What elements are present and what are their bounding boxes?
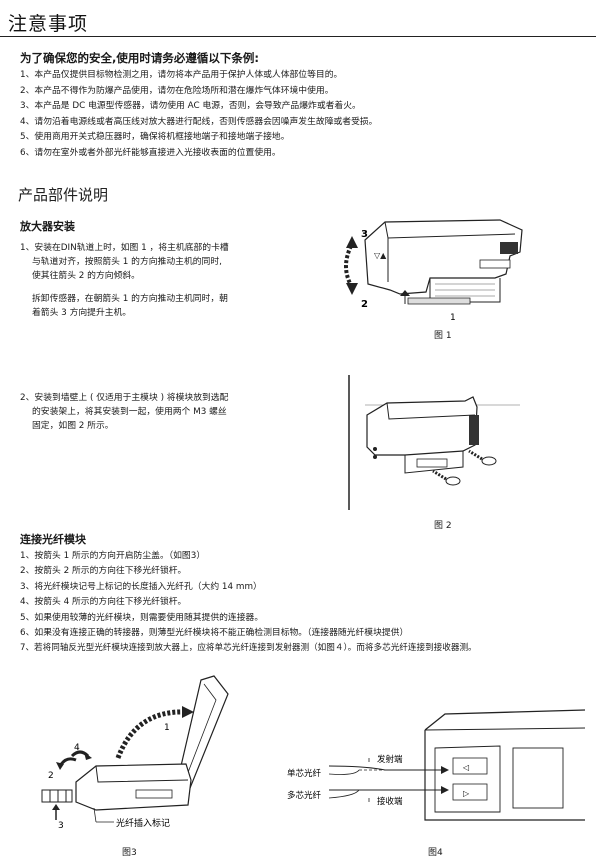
list-item: 1、按箭头 1 所示的方向开启防尘盖。（如图3）	[20, 551, 206, 561]
list-item: 5、使用商用开关式稳压器时，确保将机框接地端子和接地端子接地。	[20, 132, 290, 143]
insert-mark-label: 光纤插入标记	[116, 817, 170, 829]
list-item: 2、本产品不得作为防爆产品使用，请勿在危险场所和潜在爆炸气体环境中使用。	[20, 85, 334, 96]
text-line: 使其往箭头 2 的方向倾斜。	[32, 271, 140, 281]
list-item: 3、将光纤模块记号上标记的长度插入光纤孔（大约 14 mm）	[20, 581, 262, 592]
figure-1-caption: 图 1	[434, 331, 452, 341]
single-core-fiber-label: 单芯光纤	[287, 768, 322, 779]
figure-2-wall-mount	[348, 375, 520, 510]
figure-4-coaxial-fiber: ◁ ▷ 单芯光纤 多芯光纤 发射端 接收端	[287, 709, 585, 821]
multi-core-fiber-label: 多芯光纤	[287, 790, 322, 801]
emitter-label: 发射端	[377, 754, 403, 765]
figure-4-caption: 图4	[428, 848, 443, 858]
text-line: 着箭头 3 方向提升主机。	[32, 308, 132, 318]
list-item: 6、如果没有连接正确的转接器，则薄型光纤模块将不能正确检测目标物。（连接器随光纤…	[20, 628, 409, 639]
title-divider	[0, 36, 596, 37]
receiver-label: 接收端	[377, 796, 403, 807]
screw-icon	[432, 469, 461, 486]
figure-1-din-rail-mount: ▽▲ 3 2 1	[344, 219, 523, 323]
warning-list: 1、本产品仅提供目标物检测之用，请勿将本产品用于保护人体或人体部位等目的。 2、…	[20, 68, 377, 162]
svg-text:▷: ▷	[463, 789, 470, 798]
page-title: 注意事项	[8, 13, 89, 35]
list-item: 4、请勿沿着电源线或者高压线对放大器进行配线，否则传感器会因噪声发生故障或者受损…	[20, 116, 378, 127]
text-line: 与轨道对齐，按照箭头 1 的方向推动主机的同时,	[32, 257, 222, 267]
fiber-steps-list: 1、按箭头 1 所示的方向开启防尘盖。（如图3） 2、按箭头 2 所示的方向往下…	[20, 549, 477, 657]
arrow-2-label: 2	[48, 771, 54, 781]
step1-text: 1、安装在DIN轨道上时，如图 1 ，将主机底部的卡槽 与轨道对齐，按照箭头 1…	[20, 241, 300, 320]
arrow-3-label: 3	[58, 821, 64, 831]
arrow-2-label: 2	[361, 299, 368, 310]
svg-text:▽▲: ▽▲	[374, 251, 387, 260]
arrow-1-label: 1	[450, 313, 456, 323]
text-line: 2、安装到墙壁上 ( 仅适用于主模块 ) 将模块放到选配	[20, 393, 229, 403]
list-item: 3、本产品是 DC 电源型传感器，请勿使用 AC 电源，否则，会导致产品爆炸或者…	[20, 101, 361, 112]
text-line: 固定，如图 2 所示。	[32, 421, 114, 431]
arrow-4-label: 4	[74, 743, 80, 753]
text-line: 1、安装在DIN轨道上时，如图 1 ，将主机底部的卡槽	[20, 243, 229, 253]
svg-text:◁: ◁	[462, 763, 469, 772]
list-item: 7、若将同轴反光型光纤模块连接到放大器上，应将单芯光纤连接到发射器测（如图４）。…	[20, 643, 477, 654]
figure-3-fiber-insertion: 1 2 4 3 光纤插入标记	[41, 675, 229, 831]
amplifier-install-heading: 放大器安装	[20, 220, 75, 233]
figure-3-caption: 图3	[122, 848, 137, 858]
text-line: 拆卸传感器，在朝箭头 1 的方向推动主机同时，朝	[32, 294, 228, 304]
list-item: 4、按箭头 4 所示的方向往下移光纤锁杆。	[20, 597, 187, 608]
step2-text: 2、安装到墙壁上 ( 仅适用于主模块 ) 将模块放到选配 的安装架上，将其安装到…	[20, 391, 300, 433]
list-item: 5、如果使用较薄的光纤模块，则需要使用随其提供的连接器。	[20, 612, 264, 623]
arrow-1-label: 1	[164, 723, 170, 733]
warning-heading: 为了确保您的安全,使用时请务必遵循以下条例:	[20, 51, 259, 65]
arrow-3-label: 3	[361, 229, 368, 240]
screw-icon	[468, 449, 497, 466]
section-title: 产品部件说明	[18, 186, 109, 204]
list-item: 1、本产品仅提供目标物检测之用，请勿将本产品用于保护人体或人体部位等目的。	[20, 70, 343, 80]
figure-2-caption: 图 2	[434, 521, 452, 531]
fiber-connect-heading: 连接光纤模块	[20, 533, 86, 546]
list-item: 2、按箭头 2 所示的方向往下移光纤锁杆。	[20, 566, 187, 577]
text-line: 的安装架上，将其安装到一起，使用两个 M3 螺丝	[32, 407, 227, 417]
list-item: 6、请勿在室外或者外部光纤能够直接进入光接收表面的位置使用。	[20, 147, 281, 158]
